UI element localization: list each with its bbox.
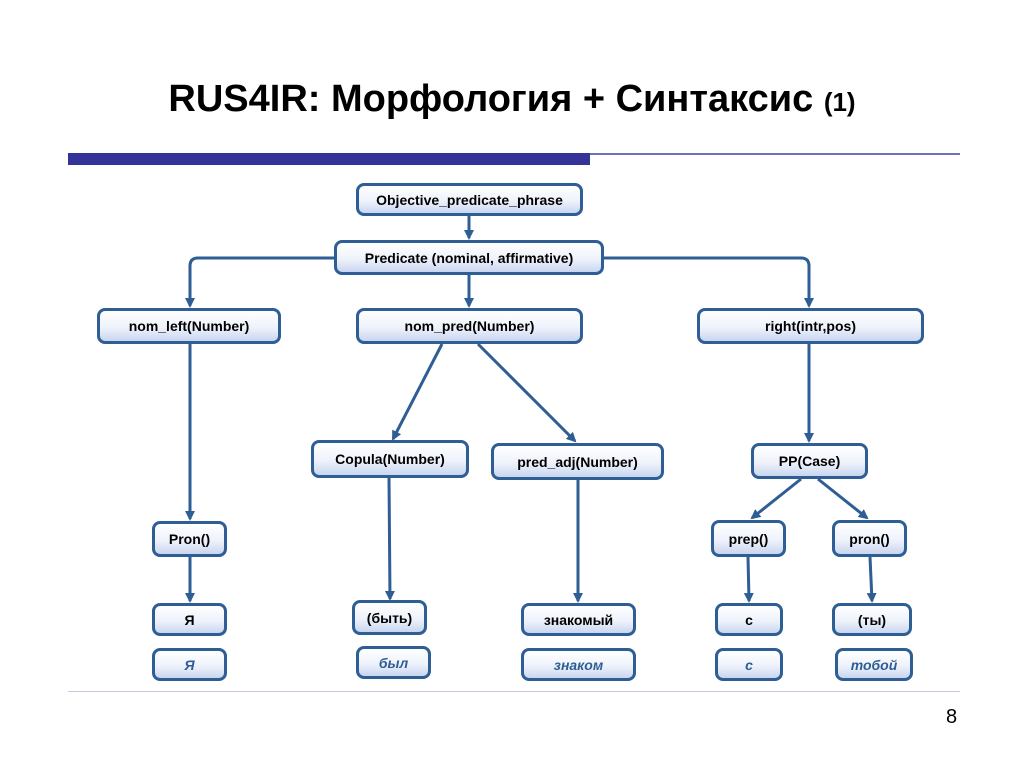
edge-pron-ty	[866, 556, 877, 603]
node-pred-adj: pred_adj(Number)	[491, 443, 664, 480]
node-right: right(intr,pos)	[697, 308, 924, 344]
node-lemma-ya: Я	[152, 603, 227, 636]
edge-pp-prep	[750, 477, 802, 520]
node-form-ya: Я	[152, 648, 227, 681]
slide-title: RUS4IR: Морфология + Синтаксис (1)	[0, 78, 1024, 121]
node-pron-right: pron()	[832, 520, 907, 557]
edge-predicate-nom-left	[185, 256, 334, 308]
node-prep: prep()	[711, 520, 786, 557]
node-lemma-s: с	[715, 603, 783, 636]
node-form-toboy: тобой	[835, 648, 913, 681]
node-nom-left: nom_left(Number)	[97, 308, 281, 344]
node-objective-predicate-phrase: Objective_predicate_phrase	[356, 183, 583, 216]
node-copula: Copula(Number)	[311, 440, 469, 478]
edge-pp-pron	[817, 477, 869, 520]
edge-nom-pred-copula	[391, 343, 444, 441]
edge-copula-byt	[384, 477, 395, 601]
node-form-s: с	[715, 648, 783, 681]
node-nom-pred: nom_pred(Number)	[356, 308, 583, 344]
node-lemma-byt: (быть)	[352, 600, 427, 635]
node-lemma-ty: (ты)	[832, 603, 912, 636]
slide-title-sub: (1)	[823, 87, 856, 117]
node-form-byl: был	[356, 646, 431, 679]
edge-nom-pred-pred-adj	[476, 342, 577, 443]
edge-prep-s	[743, 556, 754, 603]
node-pron-left: Pron()	[152, 521, 227, 557]
node-lemma-znakomy: знакомый	[521, 603, 636, 636]
node-predicate: Predicate (nominal, affirmative)	[334, 240, 604, 275]
edge-predicate-right	[604, 256, 814, 308]
accent-line	[590, 153, 960, 155]
accent-bar	[68, 153, 590, 165]
footer-divider	[68, 691, 960, 692]
slide-title-main: RUS4IR: Морфология + Синтаксис	[168, 78, 814, 120]
page-number: 8	[946, 706, 958, 728]
node-pp-case: PP(Case)	[751, 443, 868, 479]
node-form-znakom: знаком	[521, 648, 636, 681]
